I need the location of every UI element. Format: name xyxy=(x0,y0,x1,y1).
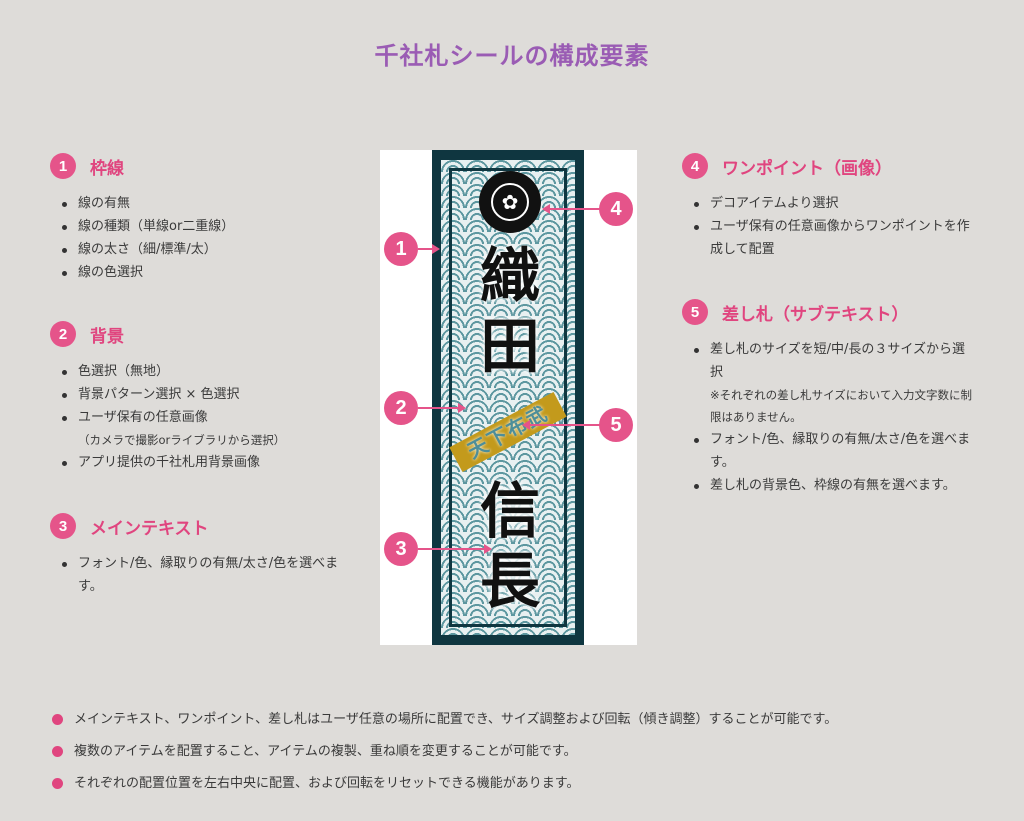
list-item: フォント/色、縁取りの有無/太さ/色を選べます。 xyxy=(50,552,340,598)
crest-flower: ✿ xyxy=(491,183,529,221)
section-number: 1 xyxy=(50,153,76,179)
sticker-inner-line xyxy=(449,168,567,627)
page-title: 千社札シールの構成要素 xyxy=(374,42,650,70)
list-item: 差し札のサイズを短/中/長の３サイズから選択 xyxy=(682,338,972,384)
list-item: 線の種類（単線or二重線） xyxy=(50,215,350,238)
list-note: ※それぞれの差し札サイズにおいて入力文字数に制限はありません。 xyxy=(710,388,972,424)
list-item: デコアイテムより選択 xyxy=(682,192,972,215)
section-title: 枠線 xyxy=(90,158,124,179)
list-item: 差し札の背景色、枠線の有無を選べます。 xyxy=(682,474,972,497)
marker-2: 2 xyxy=(384,391,418,425)
list-item: 線の太さ（細/標準/太） xyxy=(50,238,350,261)
section-sub-text: 5 差し札（サブテキスト） 差し札のサイズを短/中/長の３サイズから選択 ※それぞ… xyxy=(682,298,972,497)
section-number: 2 xyxy=(50,321,76,347)
list-item: 線の有無 xyxy=(50,192,350,215)
marker-4: 4 xyxy=(599,192,633,226)
note-item: メインテキスト、ワンポイント、差し札はユーザ任意の場所に配置でき、サイズ調整およ… xyxy=(50,704,837,736)
note-item: 複数のアイテムを配置すること、アイテムの複製、重ね順を変更することが可能です。 xyxy=(50,736,837,768)
section-number: 4 xyxy=(682,153,708,179)
marker-3: 3 xyxy=(384,532,418,566)
feature-notes: メインテキスト、ワンポイント、差し札はユーザ任意の場所に配置でき、サイズ調整およ… xyxy=(50,704,837,800)
section-background: 2 背景 色選択（無地） 背景パターン選択 × 色選択 ユーザ保有の任意画像 （カ… xyxy=(50,320,350,474)
section-title: 差し札（サブテキスト） xyxy=(722,304,909,325)
list-item: ユーザ保有の任意画像からワンポイントを作成して配置 xyxy=(682,215,972,261)
arrow-3 xyxy=(418,544,492,554)
section-frame-line: 1 枠線 線の有無 線の種類（単線or二重線） 線の太さ（細/標準/太） 線の色選… xyxy=(50,152,350,284)
list-item: 線の色選択 xyxy=(50,261,350,284)
section-title: ワンポイント（画像） xyxy=(722,158,892,179)
arrow-5 xyxy=(522,420,600,430)
arrow-4 xyxy=(542,204,600,214)
list-item: アプリ提供の千社札用背景画像 xyxy=(50,451,350,474)
section-number: 5 xyxy=(682,299,708,325)
list-item: フォント/色、縁取りの有無/太さ/色を選べます。 xyxy=(682,428,972,474)
section-title: 背景 xyxy=(90,326,124,347)
arrow-2 xyxy=(418,403,466,413)
marker-5: 5 xyxy=(599,408,633,442)
section-main-text: 3 メインテキスト フォント/色、縁取りの有無/太さ/色を選べます。 xyxy=(50,512,340,598)
section-title: メインテキスト xyxy=(90,518,209,539)
list-item: 色選択（無地） xyxy=(50,360,350,383)
list-note: （カメラで撮影orライブラリから選択） xyxy=(78,433,286,447)
family-crest-icon: ✿ xyxy=(479,171,541,233)
section-one-point: 4 ワンポイント（画像） デコアイテムより選択 ユーザ保有の任意画像からワンポイン… xyxy=(682,152,972,261)
list-item: 背景パターン選択 × 色選択 xyxy=(50,383,350,406)
note-item: それぞれの配置位置を左右中央に配置、および回転をリセットできる機能があります。 xyxy=(50,768,837,800)
marker-1: 1 xyxy=(384,232,418,266)
section-number: 3 xyxy=(50,513,76,539)
list-item: ユーザ保有の任意画像 xyxy=(50,406,350,429)
arrow-1 xyxy=(418,244,440,254)
